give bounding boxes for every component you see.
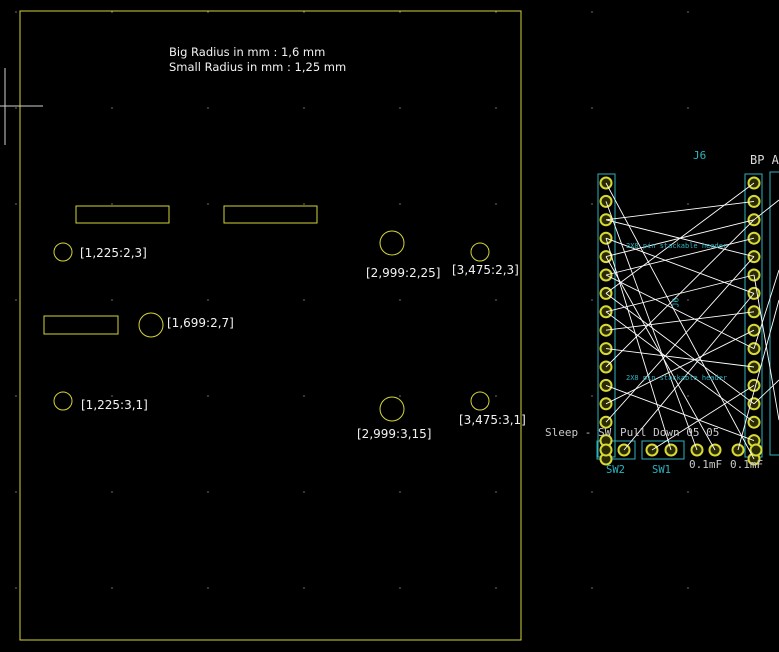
bp-reference: BP A xyxy=(750,153,779,167)
slot-cutouts xyxy=(43,205,318,335)
hole-2 xyxy=(379,230,405,256)
header-bottom-silk: 2X8 pin stackable header xyxy=(626,374,728,382)
bottom-pad xyxy=(749,443,763,457)
mounting-holes xyxy=(53,230,490,422)
crosshair-cursor xyxy=(0,68,43,145)
hole-label-4: [1,699:2,7] xyxy=(167,316,234,330)
hole-label-7: [3,475:3,1] xyxy=(459,413,526,427)
cap1-label: 0.1mF xyxy=(689,458,723,471)
silkscreen-outlines xyxy=(596,171,779,460)
bottom-pad xyxy=(599,443,613,457)
hole-7 xyxy=(470,391,490,411)
j6-side-silk: J6 xyxy=(671,297,681,308)
j6-reference: J6 xyxy=(693,149,707,162)
slot-1 xyxy=(75,205,170,224)
sw1-label: SW1 xyxy=(652,464,671,476)
sw1-outline xyxy=(641,440,685,460)
switch-row-text: Pull Down 05 05 xyxy=(620,426,720,439)
slot-2 xyxy=(223,205,318,224)
hole-label-1: [1,225:2,3] xyxy=(80,246,147,260)
hole-3 xyxy=(470,242,490,262)
hole-1 xyxy=(53,242,73,262)
grid-dots xyxy=(15,11,689,589)
hole-label-3: [3,475:2,3] xyxy=(452,263,519,277)
hole-4 xyxy=(138,312,164,338)
header-far-right-outline xyxy=(769,171,779,456)
hole-6 xyxy=(379,396,405,422)
board-outline xyxy=(19,10,522,641)
hole-label-6: [2,999:3,15] xyxy=(357,427,432,441)
bottom-pads xyxy=(599,443,763,457)
sw2-label: SW2 xyxy=(606,464,625,476)
sw2-outline xyxy=(596,440,636,460)
header-left-pads xyxy=(599,176,613,466)
cap2-label: 0.1mF xyxy=(730,458,764,471)
slot-3 xyxy=(43,315,119,335)
small-radius-note: Small Radius in mm : 1,25 mm xyxy=(169,60,347,74)
sleep-switch-label: Sleep - SW xyxy=(545,426,612,439)
hole-5 xyxy=(53,391,73,411)
big-radius-note: Big Radius in mm : 1,6 mm xyxy=(169,45,326,59)
header-top-silk: 2X8 pin stackable header xyxy=(626,242,728,250)
hole-label-5: [1,225:3,1] xyxy=(81,398,148,412)
ratsnest xyxy=(605,182,779,460)
hole-label-2: [2,999:2,25] xyxy=(366,266,441,280)
